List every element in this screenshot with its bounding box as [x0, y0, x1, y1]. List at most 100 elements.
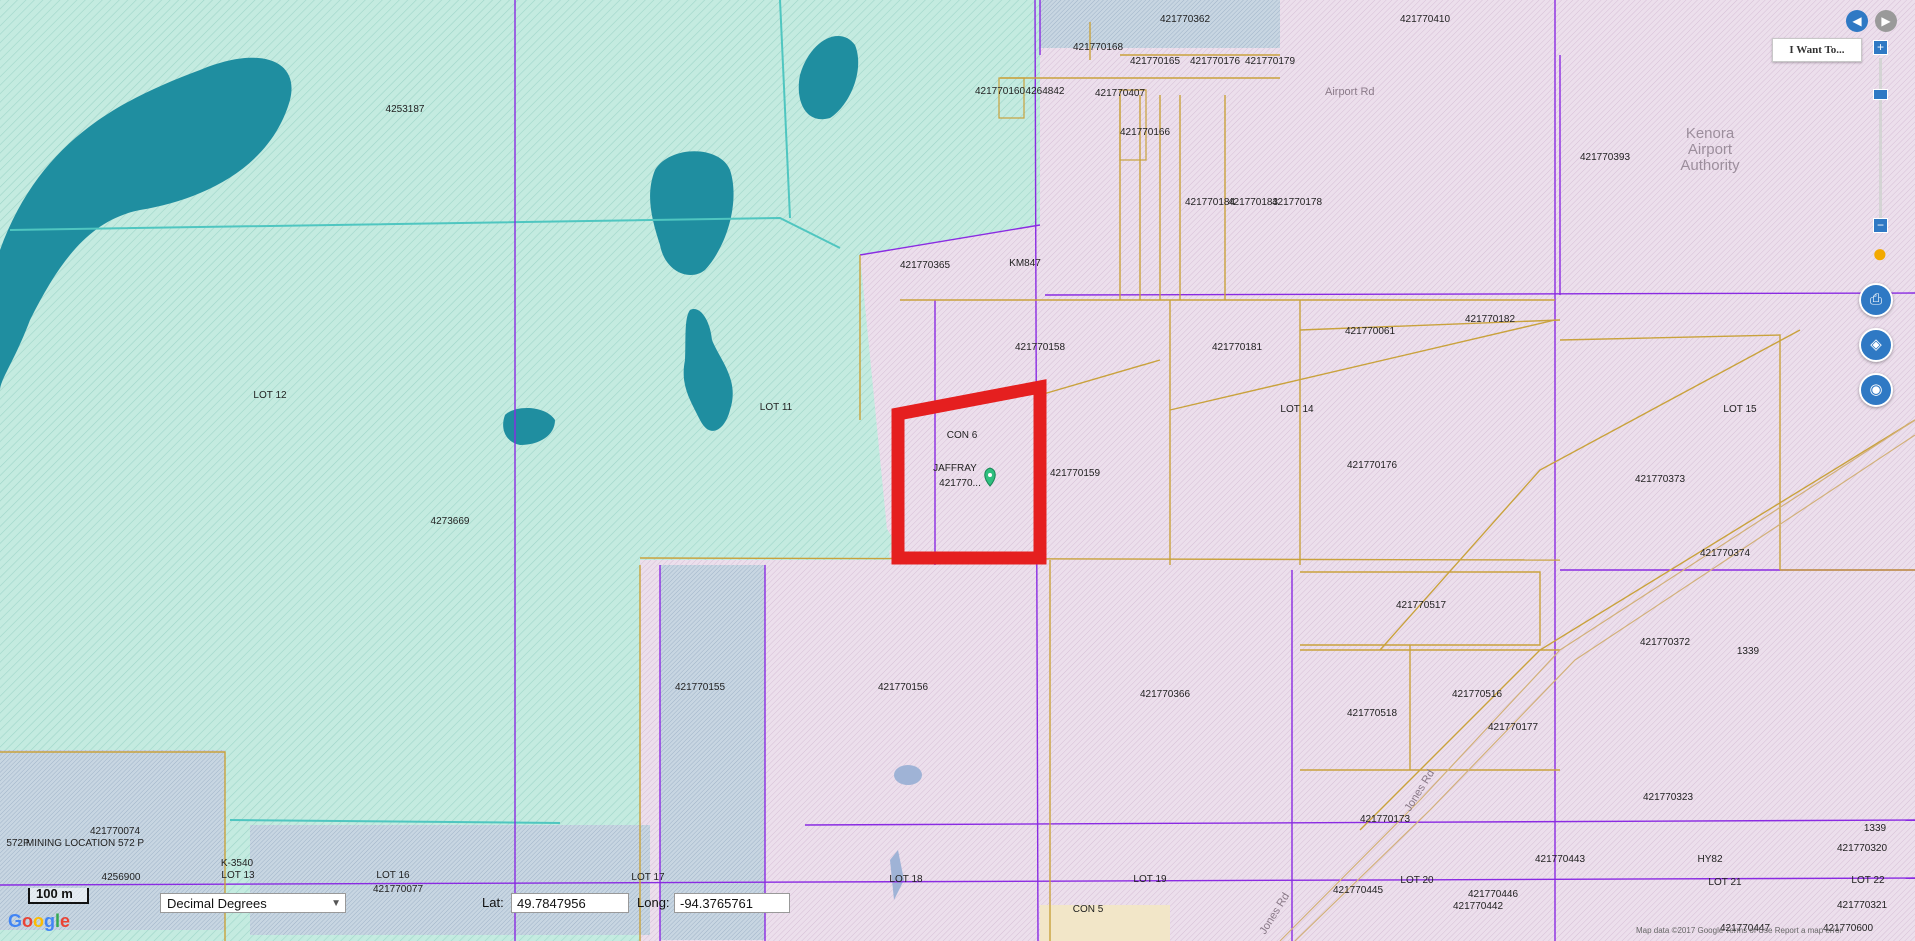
parcel-label: 421770374 [1700, 548, 1750, 559]
parcel-label: 421770447 [1720, 923, 1770, 934]
parcel-label: 421770410 [1400, 14, 1450, 25]
parcel-label: 4273669 [431, 516, 470, 527]
parcel-label: 421770321 [1837, 900, 1887, 911]
place-label-kenora: Kenora [1686, 125, 1735, 142]
parcel-label: LOT 19 [1133, 874, 1167, 885]
google-logo[interactable]: Google [8, 911, 71, 931]
parcel-label: 421770181 [1212, 342, 1262, 353]
longitude-input[interactable]: -94.3765761 [674, 893, 790, 913]
con5-parcel [1040, 905, 1170, 941]
zoom-in-button[interactable]: + [1873, 40, 1888, 55]
globe-icon: ◉ [1869, 381, 1883, 398]
parcel-label: 421770158 [1015, 342, 1065, 353]
print-button[interactable]: ⎙ [1859, 283, 1893, 317]
parcel-label: JAFFRAY [933, 463, 977, 474]
parcel-label: 421770077 [373, 884, 423, 895]
coordinate-format-value: Decimal Degrees [167, 896, 267, 911]
parcel-label: 421770600 [1823, 923, 1873, 934]
lake-west [0, 57, 292, 391]
parcel-label: 421770366 [1140, 689, 1190, 700]
selected-parcel-outline[interactable] [891, 379, 1047, 565]
parcel-label: KM847 [1009, 258, 1041, 269]
parcel-label: LOT 12 [253, 390, 287, 401]
parcel-label: 421770365 [900, 260, 950, 271]
street-view-person-icon[interactable]: ● [1872, 238, 1888, 268]
parcel-label: 421770445 [1333, 885, 1383, 896]
parcel-label: 421770320 [1837, 843, 1887, 854]
lot-lines-tan [0, 22, 1915, 941]
lat-label: Lat: [482, 895, 504, 910]
parcel-label: 421770176 [1190, 56, 1240, 67]
parcel-label: 421770168 [1073, 42, 1123, 53]
layers-icon: ◈ [1870, 336, 1882, 353]
jones-road [1279, 419, 1915, 941]
long-label: Long: [637, 895, 670, 910]
parcel-label: CON 6 [947, 430, 978, 441]
coordinate-format-select[interactable]: Decimal Degrees ▼ [160, 893, 346, 913]
parcel-label: 421770182 [1465, 314, 1515, 325]
parcel-label: 1339 [1864, 823, 1887, 834]
parcel-label: 421770362 [1160, 14, 1210, 25]
crown-boundaries [9, 0, 841, 824]
lake-south [683, 309, 733, 431]
parcel-label: 421770... [939, 478, 981, 489]
zoom-out-button[interactable]: − [1873, 218, 1888, 233]
place-label-airport: Airport [1688, 141, 1733, 158]
gray-parcel-strip [660, 565, 765, 940]
map-attribution[interactable]: Map data ©2017 Google Terms of Use Repor… [1636, 926, 1843, 935]
southwest-grey-area [250, 825, 650, 935]
parcel-label: 421770178 [1272, 197, 1322, 208]
parcel-label: 421770323 [1643, 792, 1693, 803]
parcel-label: 421770372 [1640, 637, 1690, 648]
parcel-label: 421770155 [675, 682, 725, 693]
globe-button[interactable]: ◉ [1859, 373, 1893, 407]
pond-south-2 [890, 850, 904, 900]
parcel-label: K-3540 [221, 858, 254, 869]
pond-south [894, 765, 922, 785]
parcel-label: LOT 21 [1708, 877, 1742, 888]
parcel-label: LOT 13 [221, 870, 255, 881]
parcel-label: 421770177 [1488, 722, 1538, 733]
parcel-label: 421770407 [1095, 88, 1145, 99]
pond-small [503, 408, 555, 445]
airport-strip-north [1040, 0, 1280, 48]
location-marker[interactable] [984, 467, 996, 487]
parcel-label: 4253187 [386, 104, 425, 115]
parcel-label: 421770516 [1452, 689, 1502, 700]
i-want-to-button[interactable]: I Want To... [1772, 38, 1862, 62]
nav-forward-button[interactable]: ▶ [1875, 10, 1897, 32]
print-icon: ⎙ [1869, 291, 1882, 308]
parcel-label: 421770183 [1228, 197, 1278, 208]
parcel-label: LOT 15 [1723, 404, 1757, 415]
parcel-label: 421770179 [1245, 56, 1295, 67]
nav-back-button[interactable]: ◀ [1846, 10, 1868, 32]
parcel-label: 421770166 [1120, 127, 1170, 138]
parcel-label: 421770061 [1345, 326, 1395, 337]
parcel-label: MINING LOCATION 572 P [26, 838, 145, 849]
parcel-label: CON 5 [1073, 904, 1104, 915]
parcel-label: 421770160 [975, 86, 1025, 97]
lake-center [650, 151, 734, 276]
parcel-label: 421770443 [1535, 854, 1585, 865]
parcel-label: 421770159 [1050, 468, 1100, 479]
parcel-label: LOT 22 [1851, 875, 1885, 886]
parcel-label: 421770517 [1396, 600, 1446, 611]
parcel-label: LOT 20 [1400, 875, 1434, 886]
zoom-slider-track[interactable] [1879, 58, 1882, 228]
chevron-down-icon: ▼ [331, 898, 341, 909]
parcel-label: LOT 18 [889, 874, 923, 885]
parcel-label: 421770518 [1347, 708, 1397, 719]
zoom-slider-handle[interactable] [1873, 89, 1888, 100]
latitude-input[interactable]: 49.7847956 [511, 893, 629, 913]
parcel-label: 4264842 [1026, 86, 1065, 97]
parcel-label: 421770442 [1453, 901, 1503, 912]
scale-bar: 100 m [28, 887, 89, 904]
parcel-label: 421770074 [90, 826, 140, 837]
parcel-label: LOT 17 [631, 872, 665, 883]
parcel-label: 421770393 [1580, 152, 1630, 163]
right-arrow-icon: ▶ [1875, 10, 1897, 32]
layers-button[interactable]: ◈ [1859, 328, 1893, 362]
